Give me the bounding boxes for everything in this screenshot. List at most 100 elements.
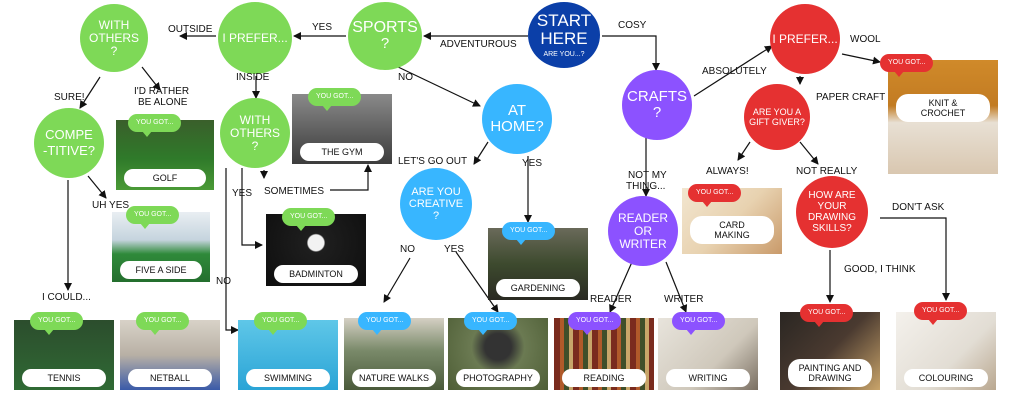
golf-caption: GOLF [124,169,206,187]
label-writer: WRITER [664,294,704,305]
reader-writer-line3: WRITER [619,236,667,251]
start-node: START HERE ARE YOU...? [528,2,600,68]
competitive-node: COMPE -TITIVE? [34,108,104,178]
label-i-could: I COULD... [42,292,91,303]
with-others-top-line1: WITH [98,17,130,32]
crafts-line2: ? [652,104,662,121]
label-absolutely: ABSOLUTELY [702,66,767,77]
label-lets-go-out: LET'S GO OUT [398,156,468,167]
writing-caption: WRITING [666,369,750,387]
start-node-line1: START [536,10,592,30]
label-paper-craft: PAPER CRAFT [816,92,886,103]
nature-walks-you-got-pill: YOU GOT... [358,312,412,335]
gardening-caption: GARDENING [496,279,580,297]
result-gardening: GARDENING [488,228,588,300]
label-inside: INSIDE [236,72,270,83]
competitive-line1: COMPE [45,127,93,142]
label-not-my-thing-1: NOT MY [628,170,667,181]
label-good-i-think: GOOD, I THINK [844,264,916,275]
creative-line1: ARE YOU [411,186,461,198]
drawing-skills-line3: DRAWING [808,212,856,223]
arrow-inside-to-gym [330,164,372,191]
label-yes-sports: YES [312,22,333,33]
result-five-a-side: FIVE A SIDE [112,212,210,282]
netball-caption: NETBALL [128,369,212,387]
label-sure: SURE! [54,92,85,103]
card-making-line1: CARD [719,220,745,230]
painting-drawing-line2: DRAWING [808,373,852,383]
label-cosy: COSY [618,20,647,31]
with-others-inside-line3: ? [251,138,259,153]
painting-drawing-you-got-pill: YOU GOT... [800,304,854,327]
arrow-competitive-to-fiveaside [87,175,107,199]
arrow-reader-to-reading [609,261,633,313]
result-golf: GOLF [116,120,214,190]
creative-line3: ? [432,210,440,222]
colouring-caption: COLOURING [904,369,988,387]
arrow-crafts-to-prefer [693,45,773,97]
arrow-prefer-to-knit [841,53,881,65]
crafts-node: CRAFTS ? [622,70,692,140]
the-gym-you-got-pill: YOU GOT... [308,88,362,111]
prefer-sports-node: I PREFER... [218,2,292,74]
drawing-skills-line4: SKILLS? [812,223,852,234]
prefer-crafts-node: I PREFER... [770,4,840,74]
result-reading: READING [554,318,654,390]
result-badminton: BADMINTON [266,214,366,286]
gardening-you-got-pill: YOU GOT... [502,222,556,245]
at-home-line1: AT [507,102,527,119]
crafts-line1: CRAFTS [627,88,687,105]
result-colouring: COLOURING [896,312,996,390]
tennis-caption: TENNIS [22,369,106,387]
five-a-side-you-got-pill: YOU GOT... [126,206,180,229]
knit-crochet-line1: KNIT & [928,98,958,108]
result-swimming: SWIMMING [238,320,338,390]
drawing-skills-node: HOW ARE YOUR DRAWING SKILLS? [796,176,868,248]
competitive-line2: -TITIVE? [42,143,95,158]
start-node-sub: ARE YOU...? [543,50,585,58]
knit-crochet-you-got-pill: YOU GOT... [880,54,934,77]
label-no-inside: NO [216,276,231,287]
gift-giver-line1: ARE YOU A [752,107,802,117]
colouring-you-got-pill: YOU GOT... [914,302,968,325]
photography-caption: PHOTOGRAPHY [456,369,540,387]
swimming-you-got-pill: YOU GOT... [254,312,308,335]
arrow-inside-yes [241,168,263,249]
reader-writer-node: READER OR WRITER [608,196,678,266]
arrow-withothers-to-competitive [79,76,101,109]
creative-line2: CREATIVE [408,198,464,210]
with-others-top-node: WITH OTHERS ? [80,4,148,72]
at-home-line2: HOME? [490,118,544,135]
prefer-crafts-text: I PREFER... [772,32,838,46]
arrow-sports-to-home [395,65,481,107]
label-outside: OUTSIDE [168,24,213,35]
reader-writer-line2: OR [634,223,652,238]
arrow-creative-to-nature [383,257,411,303]
label-adventurous: ADVENTUROUS [440,39,517,50]
result-photography: PHOTOGRAPHY [448,318,548,390]
writing-you-got-pill: YOU GOT... [672,312,726,335]
knit-crochet-line2: CROCHET [920,108,966,118]
with-others-inside-line1: WITH [239,112,271,127]
label-not-really: NOT REALLY [796,166,858,177]
label-not-my-thing-2: THING... [626,181,666,192]
label-reader: READER [590,294,632,305]
result-nature-walks: NATURE WALKS [344,318,444,390]
drawing-skills-line1: HOW ARE [808,190,856,201]
label-yes-creative: YES [444,244,465,255]
label-always: ALWAYS! [706,166,749,177]
reader-writer-line1: READER [617,210,668,225]
label-rather-alone-2: BE ALONE [138,97,188,108]
badminton-you-got-pill: YOU GOT... [282,208,336,231]
label-no-creative: NO [400,244,415,255]
reading-you-got-pill: YOU GOT... [568,312,622,335]
arrow-withothers-to-golf [141,66,161,91]
label-rather-alone-1: I'D RATHER [134,86,190,97]
at-home-node: AT HOME? [482,84,552,154]
with-others-top-line2: OTHERS [88,30,139,45]
arrow-reader-to-writing [665,261,688,313]
label-yes-inside: YES [232,188,253,199]
